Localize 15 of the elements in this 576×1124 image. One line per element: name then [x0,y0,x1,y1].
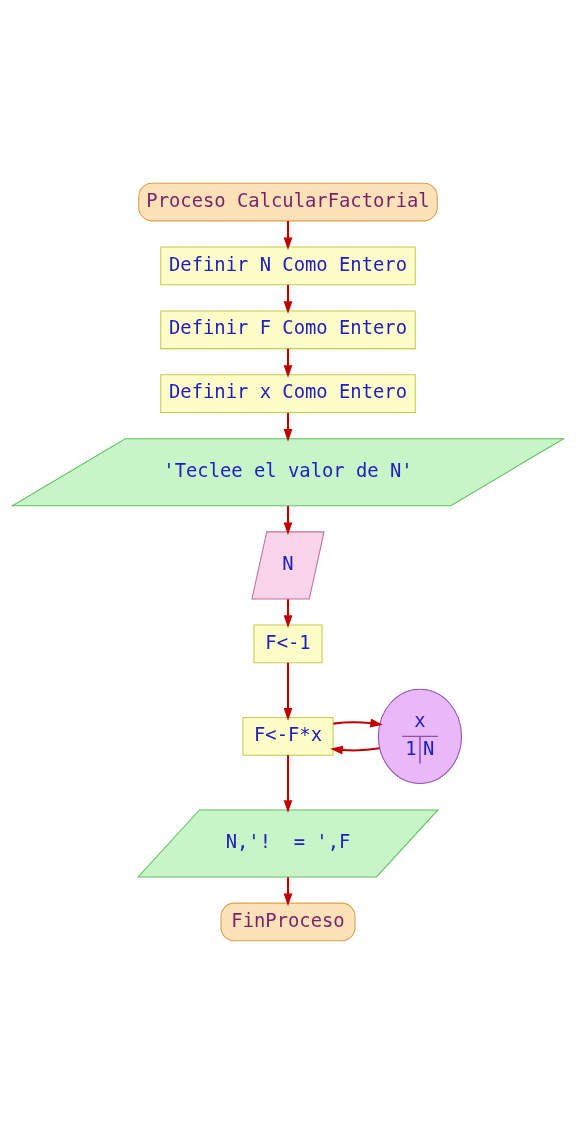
node-box: F<-F*x [242,717,334,756]
node-box: Definir x Como Entero [160,374,416,414]
arrow [283,877,293,906]
node-box: F<-1 [253,624,323,664]
arrow [283,755,293,813]
node-box: Proceso CalcularFactorial [138,182,438,222]
arrow [283,662,293,721]
arrow [283,506,293,535]
arrow [333,718,383,728]
node-ellipse: x 1 N [377,688,463,784]
arrow [330,745,380,755]
node-box: Definir F Como Entero [160,310,416,350]
node-box: FinProceso [220,902,356,942]
arrow [283,599,293,628]
node-box: Definir N Como Entero [160,246,416,286]
